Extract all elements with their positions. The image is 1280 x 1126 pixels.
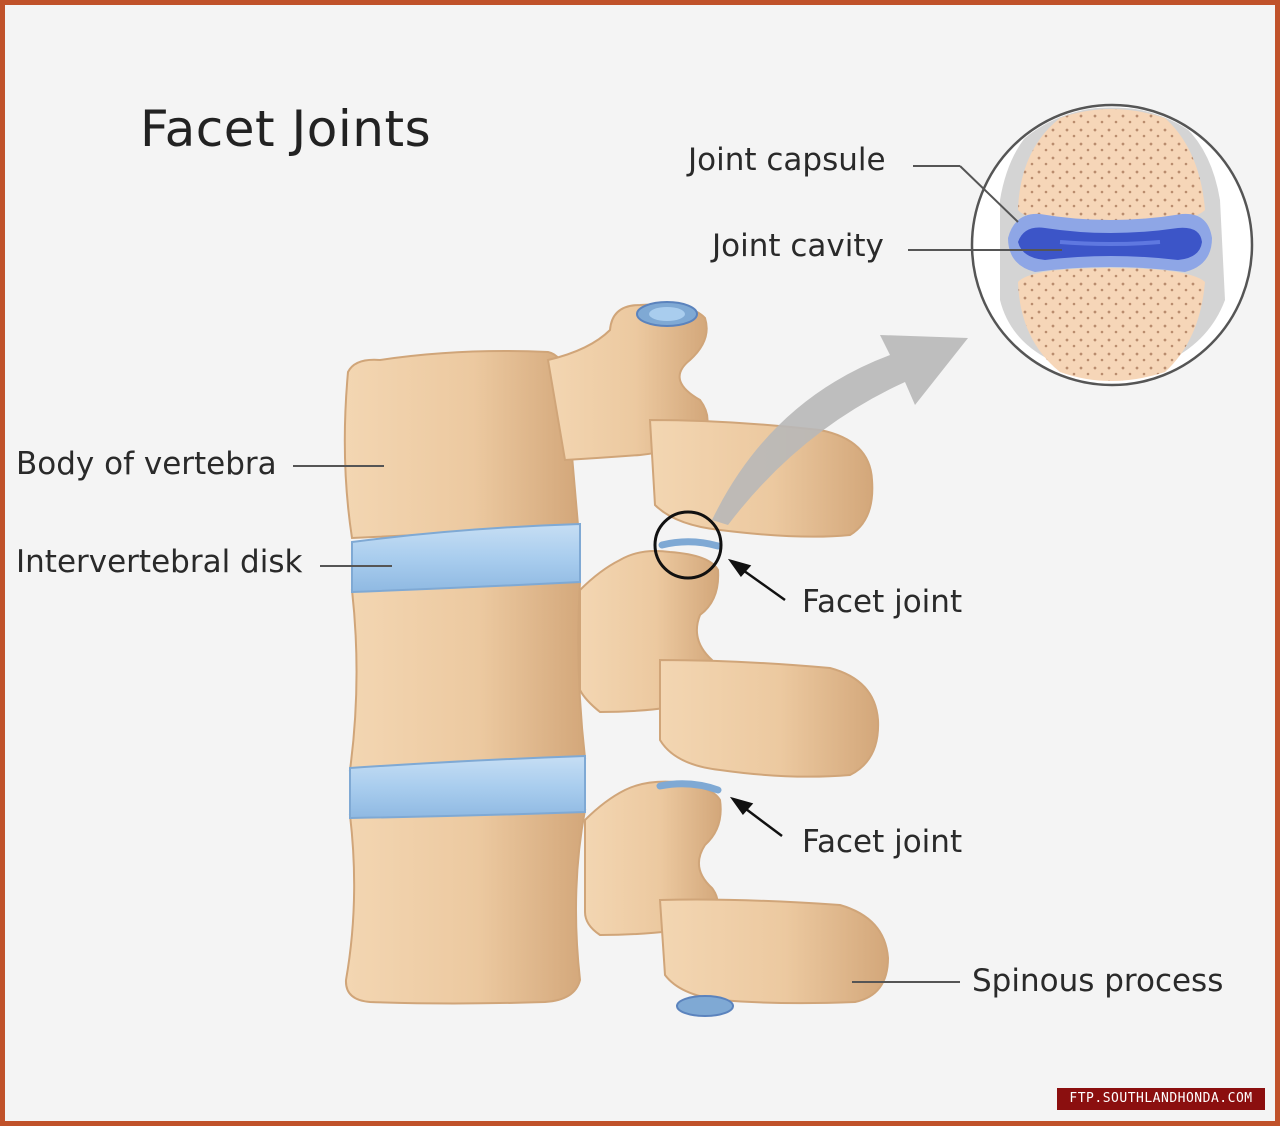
articular-surface-bottom: [676, 995, 734, 1017]
intervertebral-disk-lower: [349, 754, 586, 820]
facet-joint-gap-upper: [658, 538, 722, 550]
joint-zoom-inset: [970, 103, 1254, 387]
label-spinous-process: Spinous process: [972, 963, 1224, 999]
label-intervertebral-disk: Intervertebral disk: [16, 544, 303, 580]
vertebra-body-bottom: [344, 808, 587, 1005]
spinous-process-middle: [659, 658, 880, 778]
spinous-process-lower: [658, 898, 890, 1005]
label-joint-cavity: Joint cavity: [712, 228, 884, 264]
vertebra-body-middle: [348, 580, 587, 772]
diagram-title: Facet Joints: [140, 100, 432, 158]
watermark: FTP.SOUTHLANDHONDA.COM: [1057, 1088, 1265, 1110]
label-body-of-vertebra: Body of vertebra: [16, 446, 277, 482]
facet-joint-arrow-lower: [729, 796, 783, 837]
zoom-arrow: [712, 335, 968, 525]
label-joint-capsule: Joint capsule: [688, 142, 886, 178]
label-facet-joint-upper: Facet joint: [802, 584, 963, 620]
intervertebral-disk-upper: [351, 522, 581, 594]
vertebra-body-top: [343, 350, 580, 540]
facet-joint-gap-lower: [656, 780, 722, 794]
facet-joint-highlight-circle: [653, 510, 723, 580]
articular-process-lower: [584, 780, 722, 937]
label-facet-joint-lower: Facet joint: [802, 824, 963, 860]
facet-joint-arrow-upper: [727, 558, 786, 602]
